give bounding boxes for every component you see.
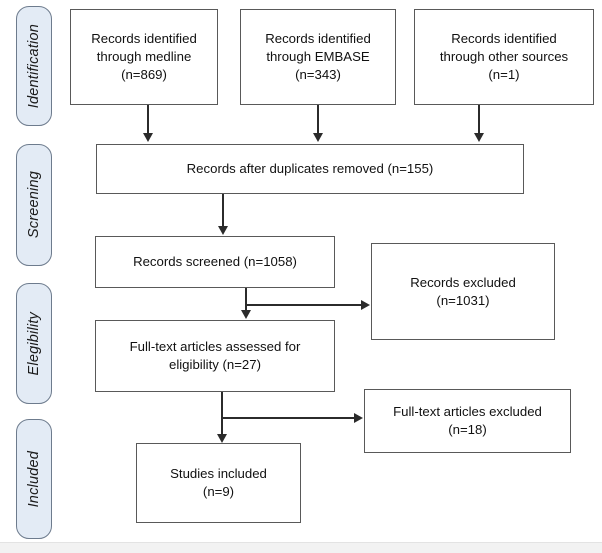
- box-records-excluded-text: Records excluded (n=1031): [410, 274, 516, 308]
- box-studies-included-text: Studies included (n=9): [170, 466, 267, 499]
- connector-fulltext-to-excluded: [222, 417, 355, 419]
- box-fulltext-excluded-text: Full-text articles excluded (n=18): [393, 404, 542, 437]
- box-records-identified-other: Records identified through other sources…: [414, 9, 594, 105]
- box-records-identified-embase-text: Records identified through EMBASE (n=343…: [265, 31, 371, 82]
- arrowhead-embase-to-duplicates: [312, 133, 323, 142]
- connector-other-to-duplicates: [478, 105, 480, 135]
- page-bottom-band: [0, 542, 602, 553]
- connector-embase-to-duplicates: [317, 105, 319, 135]
- box-fulltext-excluded: Full-text articles excluded (n=18): [364, 389, 571, 453]
- stage-label-included: Included: [26, 450, 42, 508]
- stage-pill-included: Included: [16, 419, 52, 539]
- arrowhead-screened-to-excluded: [361, 300, 370, 310]
- arrowhead-fulltext-to-excluded: [354, 413, 363, 423]
- connector-duplicates-to-screened: [222, 194, 224, 228]
- box-fulltext-assessed: Full-text articles assessed for eligibil…: [95, 320, 335, 392]
- connector-screened-to-excluded: [246, 304, 362, 306]
- stage-pill-eligibility: Elegibility: [16, 283, 52, 404]
- box-records-identified-medline: Records identified through medline (n=86…: [70, 9, 218, 105]
- box-studies-included: Studies included (n=9): [136, 443, 301, 523]
- box-records-screened-text: Records screened (n=1058): [133, 254, 297, 270]
- arrowhead-medline-to-duplicates: [142, 133, 153, 142]
- stage-pill-identification: Identification: [16, 6, 52, 126]
- box-records-after-duplicates-removed-text: Records after duplicates removed (n=155): [186, 161, 434, 177]
- arrowhead-duplicates-to-screened: [217, 226, 228, 235]
- box-records-identified-medline-text: Records identified through medline (n=86…: [91, 31, 197, 82]
- box-records-screened: Records screened (n=1058): [95, 236, 335, 288]
- arrowhead-screened-to-fulltext: [240, 310, 251, 319]
- arrowhead-fulltext-to-included: [216, 434, 227, 443]
- connector-screened-to-fulltext: [245, 288, 247, 312]
- box-fulltext-assessed-text: Full-text articles assessed for eligibil…: [129, 339, 301, 372]
- stage-label-identification: Identification: [26, 23, 42, 109]
- arrowhead-other-to-duplicates: [473, 133, 484, 142]
- box-records-after-duplicates-removed: Records after duplicates removed (n=155): [96, 144, 524, 194]
- box-records-identified-other-text: Records identified through other sources…: [439, 31, 569, 82]
- stage-label-screening: Screening: [26, 171, 42, 239]
- connector-fulltext-to-included: [221, 392, 223, 436]
- box-records-identified-embase: Records identified through EMBASE (n=343…: [240, 9, 396, 105]
- stage-label-eligibility: Elegibility: [26, 311, 42, 376]
- box-records-excluded: Records excluded (n=1031): [371, 243, 555, 340]
- stage-pill-screening: Screening: [16, 144, 52, 266]
- connector-medline-to-duplicates: [147, 105, 149, 135]
